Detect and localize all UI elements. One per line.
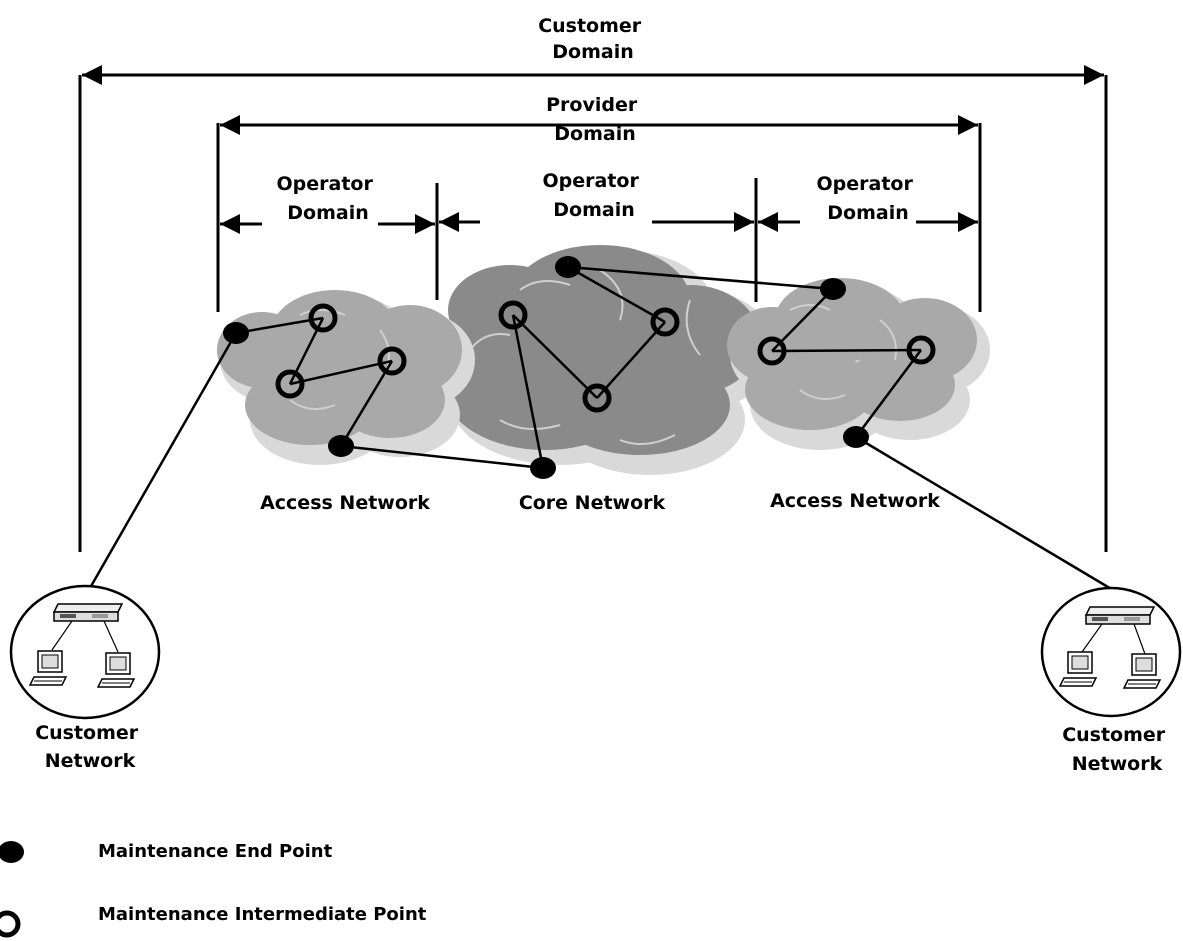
mep-core-top xyxy=(555,256,581,278)
maintenance-intermediate-points xyxy=(275,300,936,413)
operator-domain-brackets xyxy=(220,178,978,302)
customer-network-left xyxy=(9,584,161,720)
computer-icon xyxy=(28,650,68,686)
legend: Maintenance End Point Maintenance Interm… xyxy=(0,841,427,938)
mep-core-bottom xyxy=(530,457,556,479)
mip-right-2 xyxy=(906,335,936,365)
mep-legend-label: Maintenance End Point xyxy=(98,841,333,862)
operator-domain-left-label: Operator Domain xyxy=(277,173,380,224)
operator-domain-right-label: Operator Domain xyxy=(817,173,920,224)
access-network-left-label: Access Network xyxy=(260,492,430,514)
operator-domain-center-label: Operator Domain xyxy=(543,170,646,221)
operator-domain-left-line1: Operator xyxy=(277,173,374,195)
mep-right-top xyxy=(820,278,846,300)
customer-network-right-line1: Customer xyxy=(1062,724,1166,746)
computer-icon xyxy=(1058,651,1098,687)
access-network-right-label: Access Network xyxy=(770,490,940,512)
provider-domain-label: Provider Domain xyxy=(546,94,644,145)
operator-domain-right-line1: Operator xyxy=(817,173,914,195)
customer-network-left-label: Customer Network xyxy=(35,722,145,772)
customer-network-left-line2: Network xyxy=(45,750,136,772)
mep-legend-icon xyxy=(0,841,24,863)
mip-core-1 xyxy=(498,300,528,330)
provider-domain-line1: Provider xyxy=(546,94,638,116)
customer-domain-line2: Domain xyxy=(552,41,633,63)
mip-left-1 xyxy=(308,303,338,333)
mip-left-3 xyxy=(377,346,407,376)
customer-network-right-label: Customer Network xyxy=(1062,724,1172,775)
computer-icon xyxy=(96,652,136,688)
provider-domain-bracket xyxy=(216,115,982,312)
mep-right-bottom xyxy=(843,426,869,448)
customer-domain-line1: Customer xyxy=(538,15,642,37)
mip-legend-label: Maintenance Intermediate Point xyxy=(98,904,427,925)
customer-network-right-line2: Network xyxy=(1072,753,1163,775)
network-links xyxy=(88,265,1114,592)
maintenance-end-points xyxy=(223,256,869,479)
mep-left-edge xyxy=(223,322,249,344)
mip-core-2 xyxy=(650,307,680,337)
customer-domain-label: Customer Domain xyxy=(538,15,648,63)
operator-domain-center-line1: Operator xyxy=(543,170,640,192)
operator-domain-center-line2: Domain xyxy=(553,199,634,221)
operator-domain-left-line2: Domain xyxy=(287,202,368,224)
core-network-label: Core Network xyxy=(519,492,666,514)
mip-core-3 xyxy=(582,383,612,413)
mip-legend-icon xyxy=(0,910,21,938)
mep-left-bottom xyxy=(328,435,354,457)
switch-icon xyxy=(1084,606,1156,625)
customer-network-right xyxy=(1040,586,1182,718)
switch-icon xyxy=(52,603,124,622)
customer-network-left-line1: Customer xyxy=(35,722,139,744)
mip-left-2 xyxy=(275,369,305,399)
provider-domain-line2: Domain xyxy=(554,123,635,145)
operator-domain-right-line2: Domain xyxy=(827,202,908,224)
customer-domain-bracket xyxy=(78,65,1108,552)
computer-icon xyxy=(1122,653,1162,689)
mip-right-1 xyxy=(757,336,787,366)
